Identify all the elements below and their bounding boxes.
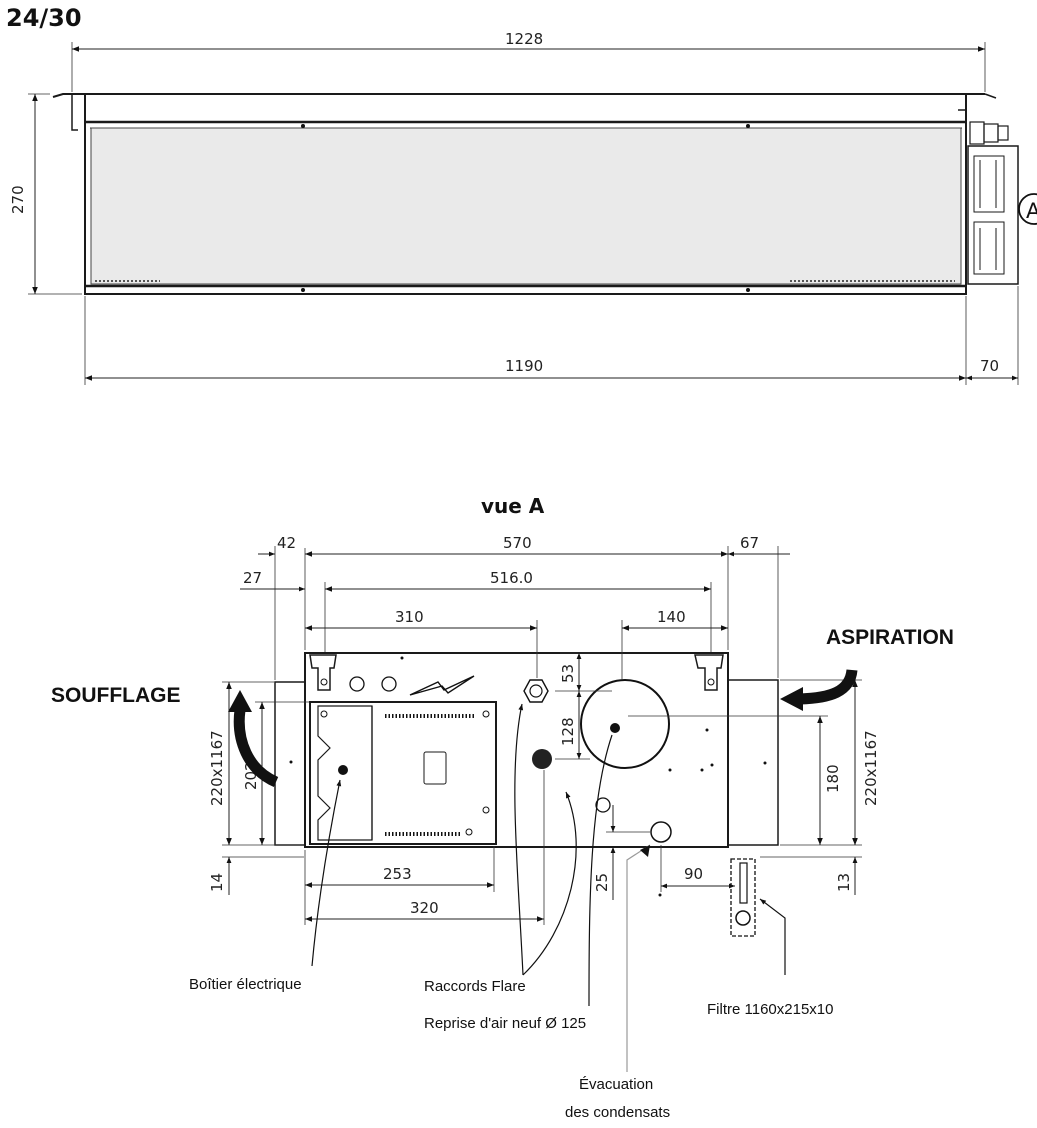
callout-boitier: Boîtier électrique xyxy=(189,976,302,993)
hanger-hole xyxy=(320,678,328,686)
aspiration-arrow xyxy=(799,669,858,705)
flare-pipe xyxy=(529,684,543,698)
view-title: vue A xyxy=(481,494,545,518)
screw xyxy=(700,768,704,772)
leader-evacuation-head xyxy=(640,845,650,857)
terminal-block-upper xyxy=(973,155,1005,213)
cable-gland-base xyxy=(969,121,985,145)
screw xyxy=(746,288,750,292)
box-center-dot xyxy=(338,765,348,775)
screw xyxy=(705,728,709,732)
screw xyxy=(301,124,305,128)
screw xyxy=(400,656,404,660)
soufflage-arrow-head xyxy=(228,690,252,712)
dim-220-right-label: 220x1167 xyxy=(862,730,880,806)
leader-filtre xyxy=(759,898,786,975)
page-label: 24/30 xyxy=(6,4,82,32)
leader-boitier xyxy=(311,779,342,967)
dim-67-label: 67 xyxy=(740,534,759,552)
dim-180-label: 180 xyxy=(824,764,842,793)
screw xyxy=(482,806,490,814)
condensate-aux xyxy=(595,797,611,813)
hanger-bracket-left xyxy=(309,654,337,691)
hanger-bracket-right xyxy=(694,654,724,691)
dim-25-label: 25 xyxy=(593,873,611,892)
dim-570-label: 570 xyxy=(503,534,532,552)
dim-140-label: 140 xyxy=(657,608,686,626)
callout-raccords: Raccords Flare xyxy=(424,978,526,995)
unit-body xyxy=(84,93,967,295)
leader-reprise xyxy=(588,734,613,1007)
screw xyxy=(320,710,328,718)
dim-13-label: 13 xyxy=(835,873,853,892)
screw xyxy=(289,760,293,764)
top-view: A 1228 270 1190 70 xyxy=(9,30,1037,385)
screw xyxy=(710,763,714,767)
callout-evacuation-1: Évacuation xyxy=(579,1076,653,1093)
intake-center xyxy=(610,723,620,733)
callout-evacuation-2: des condensats xyxy=(565,1104,670,1121)
electrical-box xyxy=(967,145,1019,285)
left-duct-collar xyxy=(274,681,306,846)
flare-nut xyxy=(523,679,549,703)
screw xyxy=(746,124,750,128)
view-marker-label: A xyxy=(1026,199,1037,223)
screw xyxy=(668,768,672,772)
dim-27-label: 27 xyxy=(243,569,262,587)
condensate-drain xyxy=(650,821,672,843)
filter-frame xyxy=(730,858,756,937)
aspiration-arrow-head xyxy=(780,687,803,711)
soufflage-arrow xyxy=(233,709,279,788)
aspiration-label: ASPIRATION xyxy=(826,626,954,649)
dim-320-label: 320 xyxy=(410,899,439,917)
electrical-box-side xyxy=(309,701,497,845)
dim-516-label: 516.0 xyxy=(490,569,533,587)
screw xyxy=(465,828,473,836)
screw xyxy=(482,710,490,718)
callout-reprise: Reprise d'air neuf Ø 125 xyxy=(424,1015,586,1032)
filter-pull xyxy=(735,910,751,926)
fresh-air-intake xyxy=(580,679,670,769)
filter-slot xyxy=(739,862,748,904)
right-bracket xyxy=(958,94,967,140)
left-flange xyxy=(71,94,78,131)
leader-evacuation xyxy=(626,844,651,1072)
hanger-hole xyxy=(707,678,715,686)
terminal-block-lower xyxy=(973,221,1005,275)
cable-gland-nut xyxy=(983,123,999,143)
dim-310-label: 310 xyxy=(395,608,424,626)
dim-220-left-label: 220x1167 xyxy=(208,730,226,806)
screw xyxy=(658,893,662,897)
dim-70-label: 70 xyxy=(980,357,999,375)
dim-1228-label: 1228 xyxy=(505,30,543,48)
side-view: vue A xyxy=(51,494,954,1121)
dim-270-label: 270 xyxy=(9,185,27,214)
screw xyxy=(301,288,305,292)
right-flange-tip xyxy=(984,93,997,99)
leader-raccords-upper xyxy=(514,703,524,976)
dim-90-label: 90 xyxy=(684,865,703,883)
soufflage-label: SOUFFLAGE xyxy=(51,684,181,707)
dim-128-label: 128 xyxy=(559,717,577,746)
lightning-icon xyxy=(409,675,475,696)
dim-1190-label: 1190 xyxy=(505,357,543,375)
pcb-component xyxy=(423,751,447,785)
callout-filtre: Filtre 1160x215x10 xyxy=(707,1001,833,1018)
view-marker-circle xyxy=(1018,193,1037,225)
screw xyxy=(763,761,767,765)
flare-port-lower xyxy=(532,749,552,769)
grille-panel xyxy=(90,127,962,285)
leader-raccords-lower xyxy=(522,791,577,976)
dim-42-label: 42 xyxy=(277,534,296,552)
cable-gland-tip xyxy=(997,125,1009,141)
cable-hole xyxy=(349,676,365,692)
dim-253-label: 253 xyxy=(383,865,412,883)
dim-14-label: 14 xyxy=(208,873,226,892)
dim-53-label: 53 xyxy=(559,664,577,683)
right-duct-collar xyxy=(727,679,779,846)
cable-hole xyxy=(381,676,397,692)
